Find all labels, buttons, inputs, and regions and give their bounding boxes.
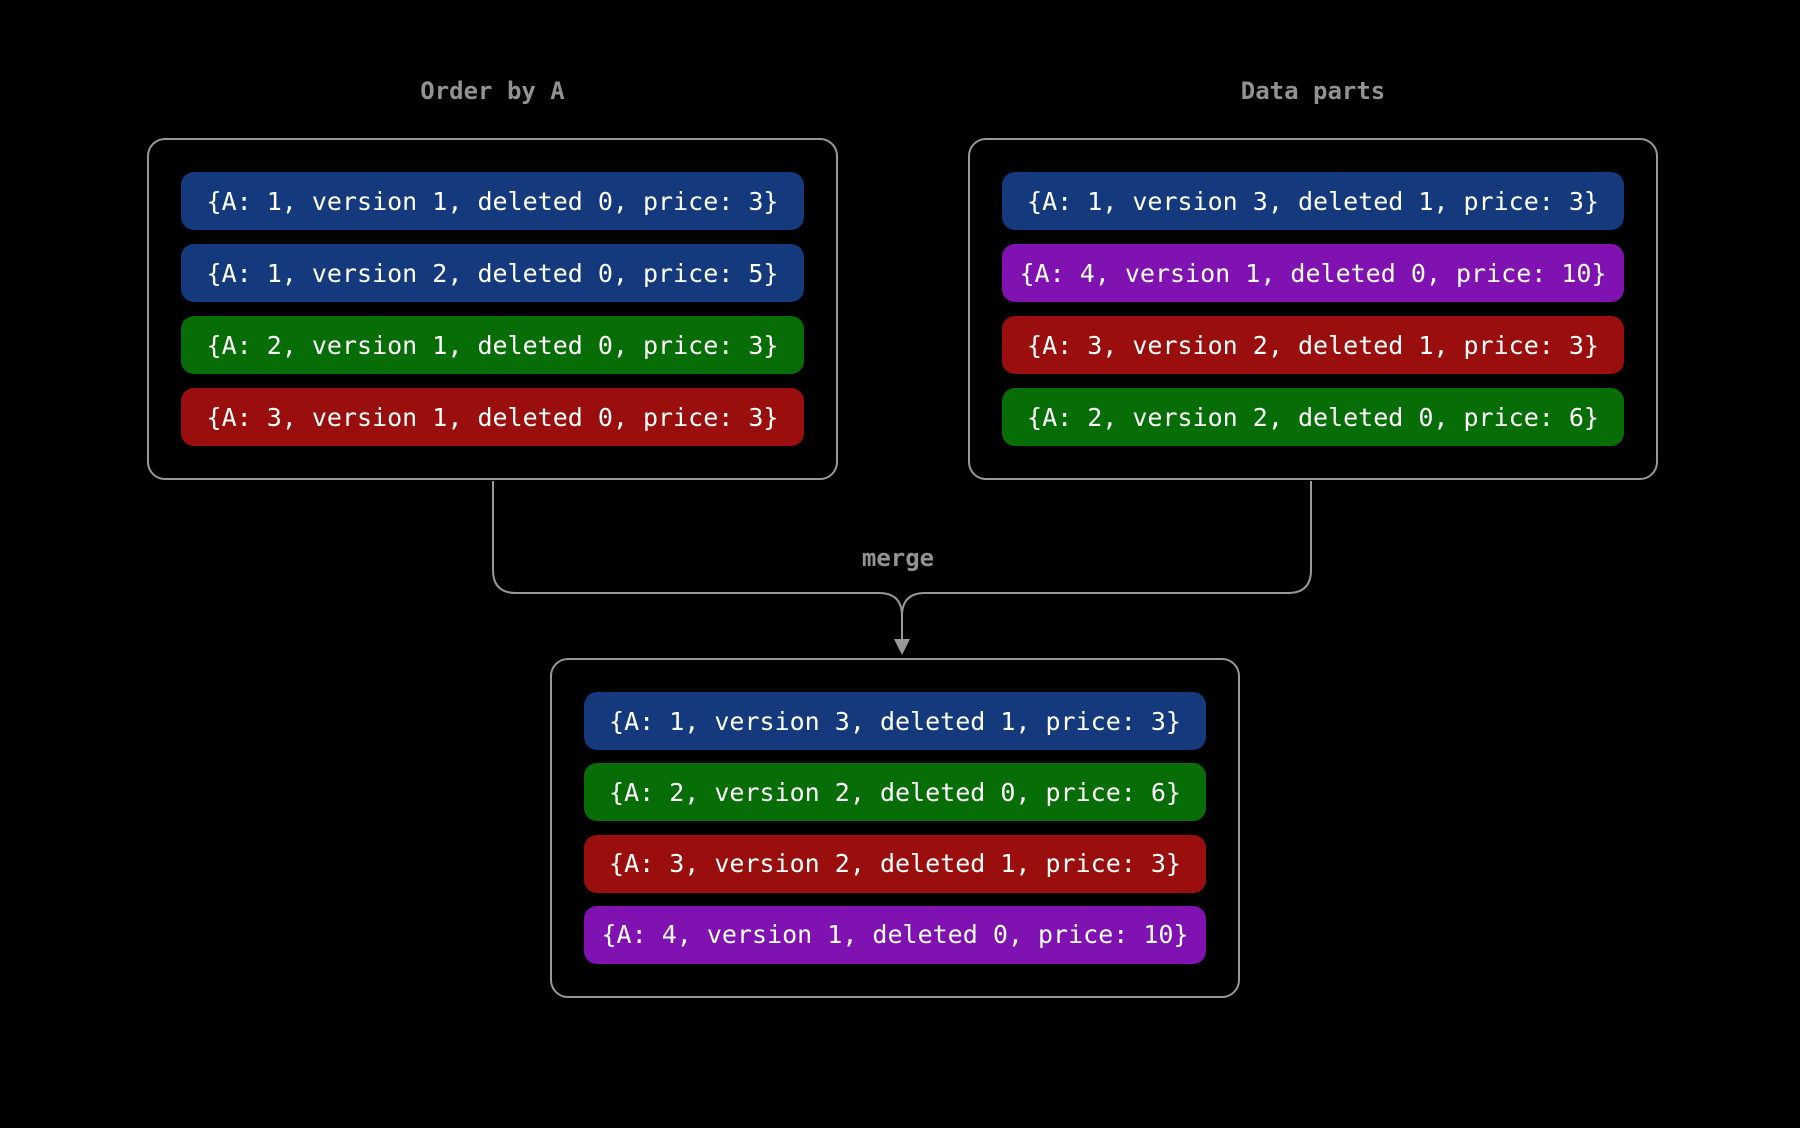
data-row: {A: 4, version 1, deleted 0, price: 10} bbox=[584, 905, 1206, 964]
data-row: {A: 2, version 1, deleted 0, price: 3} bbox=[181, 316, 804, 374]
data-row: {A: 1, version 3, deleted 1, price: 3} bbox=[1002, 172, 1624, 230]
box-title-order-by-a: Order by A bbox=[420, 77, 565, 105]
merge-label: merge bbox=[861, 544, 935, 572]
data-row: {A: 2, version 2, deleted 0, price: 6} bbox=[584, 763, 1206, 822]
box-title-data-parts: Data parts bbox=[1240, 77, 1386, 105]
data-row: {A: 3, version 2, deleted 1, price: 3} bbox=[1002, 316, 1624, 374]
data-row: {A: 3, version 2, deleted 1, price: 3} bbox=[584, 834, 1206, 893]
data-row: {A: 4, version 1, deleted 0, price: 10} bbox=[1002, 244, 1624, 302]
merged-result-box: {A: 1, version 3, deleted 1, price: 3} {A… bbox=[550, 658, 1240, 998]
data-row: {A: 3, version 1, deleted 0, price: 3} bbox=[181, 388, 804, 446]
data-parts-box: {A: 1, version 3, deleted 1, price: 3} {A… bbox=[968, 138, 1658, 480]
data-row: {A: 2, version 2, deleted 0, price: 6} bbox=[1002, 388, 1624, 446]
data-row: {A: 1, version 1, deleted 0, price: 3} bbox=[181, 172, 804, 230]
data-row: {A: 1, version 3, deleted 1, price: 3} bbox=[584, 692, 1206, 750]
merge-arrowhead-icon bbox=[894, 639, 910, 655]
order-by-a-box: {A: 1, version 1, deleted 0, price: 3} {A… bbox=[147, 138, 838, 480]
data-row: {A: 1, version 2, deleted 0, price: 5} bbox=[181, 244, 804, 302]
